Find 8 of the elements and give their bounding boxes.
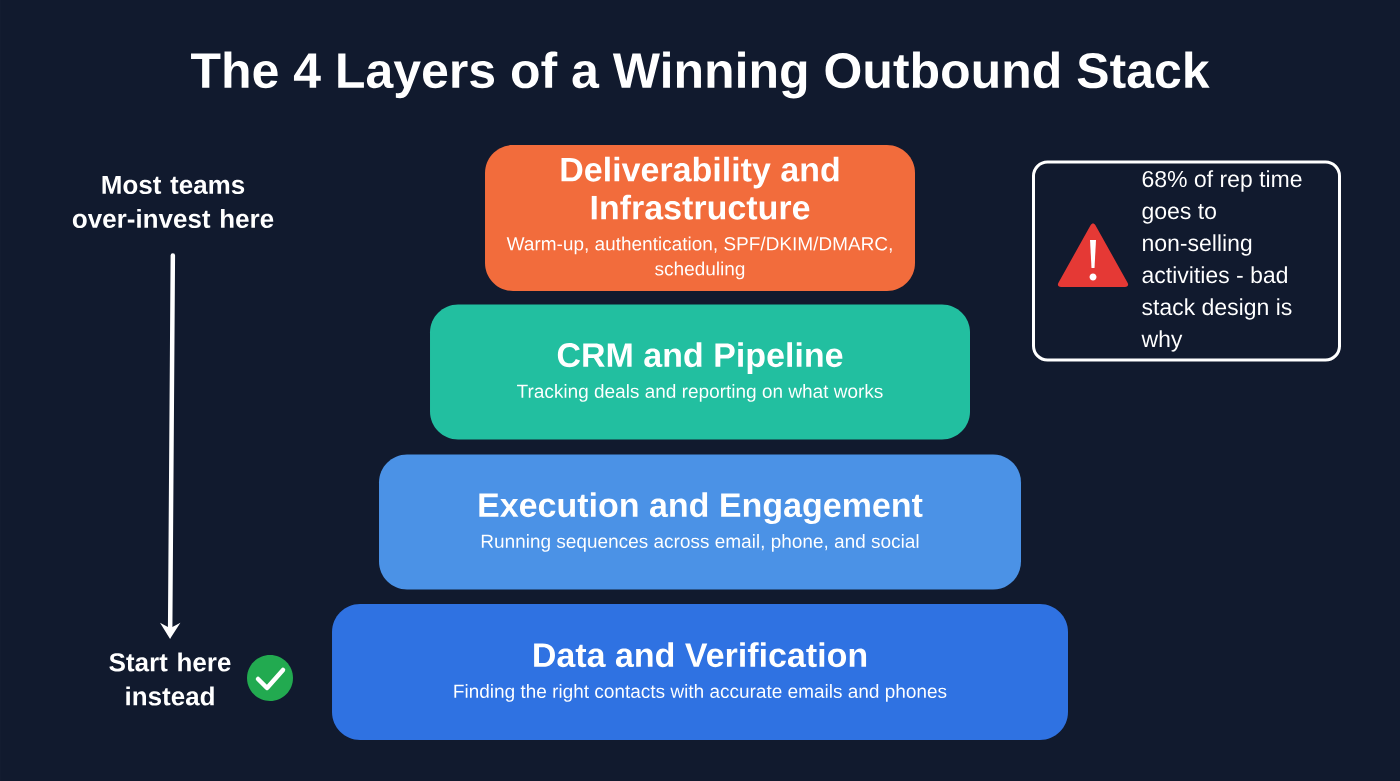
note-text: Most teams over-invest here bbox=[72, 175, 274, 229]
layer-box: Deliverability and Infrastructure Warm-up, authentication, SPF/DKIM/DMARC, scheduling bbox=[485, 145, 915, 291]
warning-box: 68% of rep time goes to non-selling activities - bad stack design is why bbox=[1032, 160, 1341, 362]
note-text: Start here instead bbox=[109, 652, 231, 706]
layer-box: Execution and Engagement Running sequences across email, phone, and social bbox=[379, 454, 1021, 590]
layer-box: CRM and Pipeline Tracking deals and reporting on what works bbox=[430, 304, 970, 440]
title: The 4 Layers of a Winning Outbound Stack bbox=[191, 51, 1210, 99]
layer-box: Data and Verification Finding the right contacts with accurate emails and phones bbox=[332, 604, 1068, 740]
